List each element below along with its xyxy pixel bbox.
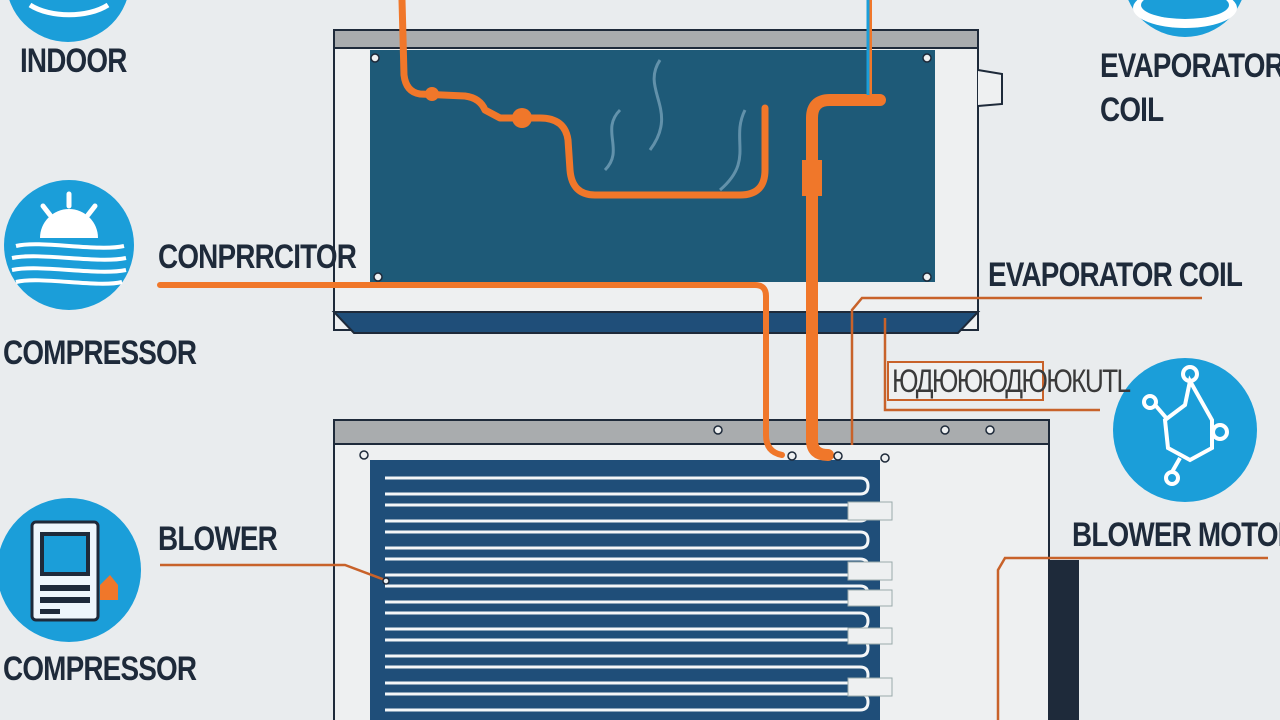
refrigerant-pipes bbox=[157, 0, 886, 461]
leader-lines bbox=[160, 296, 1268, 720]
molecule-icon bbox=[1113, 358, 1257, 502]
label-blower: BLOWER bbox=[158, 520, 278, 558]
label-blower-motor: BLOWER MOTOR bbox=[1072, 516, 1280, 554]
label-evaporator-coil-top: EVAPORATOR COIL bbox=[1100, 47, 1280, 129]
label-compressor-bottom: COMPRESSOR bbox=[3, 650, 197, 688]
label-evaporator-coil-right: EVAPORATOR COIL bbox=[988, 256, 1243, 294]
evaporator-icon bbox=[1128, 0, 1242, 37]
water-icon bbox=[9, 0, 127, 42]
outdoor-condenser-unit bbox=[333, 419, 1079, 720]
label-conprrcitor: CONPRRCITOR bbox=[158, 238, 357, 276]
sun-over-water-icon bbox=[4, 180, 134, 310]
label-indoor: INDOOR bbox=[20, 42, 127, 80]
label-compressor-mid: COMPRESSOR bbox=[3, 334, 197, 372]
label-garbled: ЮДЮЮЮДЮЮКUTL bbox=[892, 363, 1131, 399]
control-panel-icon bbox=[0, 498, 141, 642]
